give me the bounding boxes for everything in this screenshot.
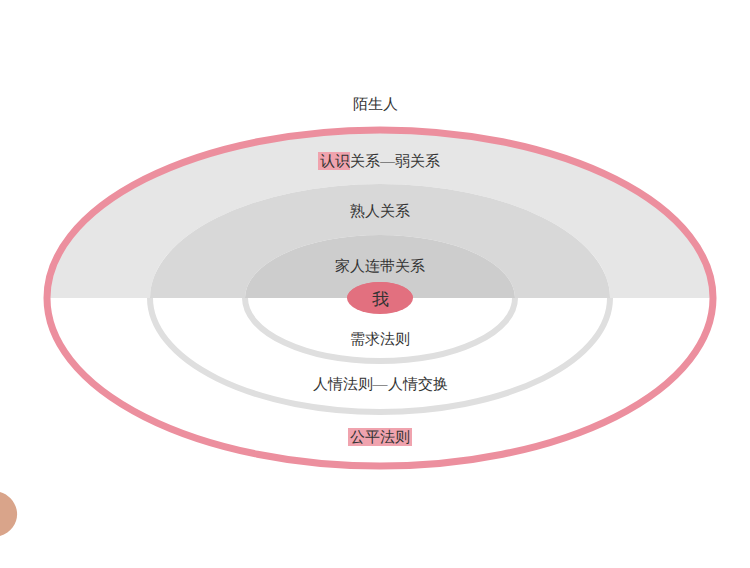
text-slot: 陌生人 — [0, 95, 750, 114]
text-slot: 熟人关系 — [146, 202, 614, 221]
ellipse-fill — [347, 282, 413, 314]
ellipse-fill — [47, 130, 713, 466]
text-slot: 人情法则—人情交换 — [146, 375, 614, 394]
ring-label: 公平法则 — [348, 428, 412, 446]
upper-half-fill — [245, 235, 515, 298]
ring-node: 熟人关系人情法则—人情交换家人连带关系需求法则 我 — [146, 180, 614, 416]
ellipse-fill — [150, 184, 610, 412]
text-slot: 需求法则 — [241, 330, 519, 349]
hand-edge — [0, 492, 17, 536]
ring-label: 需求法则 — [350, 331, 410, 347]
ring-label: 熟人关系 — [350, 203, 410, 219]
ellipse-outline — [47, 130, 713, 466]
text-slot: 认识关系—弱关系 — [42, 152, 718, 171]
ring-node: 我 — [346, 281, 414, 315]
ellipse-fill — [245, 235, 515, 361]
outside-label: 陌生人 — [353, 96, 398, 112]
ring-label: 家人连带关系 — [335, 258, 425, 274]
text-slot: 公平法则 — [42, 428, 718, 447]
ring-label: 我 — [372, 290, 389, 309]
upper-half-fill — [47, 130, 713, 298]
ring-node: 认识关系—弱关系公平法则 熟人关系人情法则—人情交换家人连带关系需求法则 我 — [42, 125, 718, 471]
text-slot: 我 — [346, 289, 414, 310]
ring-label: 人情法则—人情交换 — [313, 376, 448, 392]
upper-half-fill — [150, 184, 610, 298]
ring-label: 认识关系—弱关系 — [320, 153, 440, 169]
ring-node: 家人连带关系需求法则 我 — [241, 231, 519, 365]
text-slot: 家人连带关系 — [241, 257, 519, 276]
